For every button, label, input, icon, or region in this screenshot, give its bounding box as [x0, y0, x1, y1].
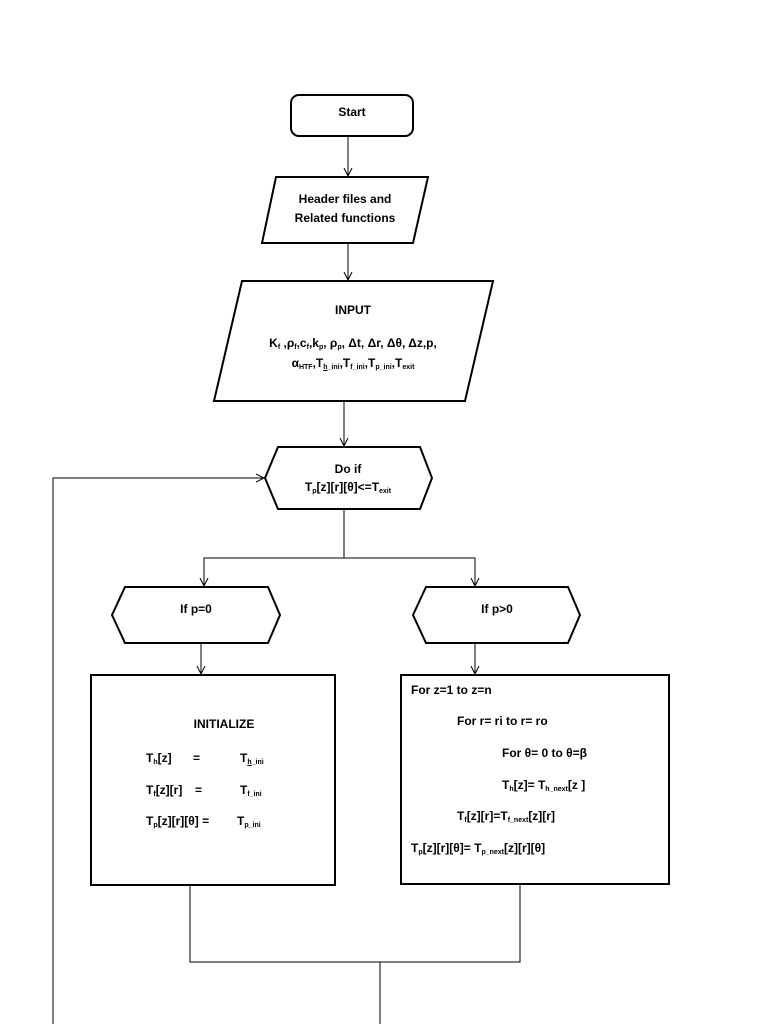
if-p0-node: [110, 586, 282, 644]
loop-line-6: Tp[z][r][θ]= Tp_next[z][r][θ]: [411, 841, 546, 856]
loop-line-5: Tf[z][r]=Tf_next[z][r]: [457, 809, 555, 824]
initialize-row-3-rhs: Tp_ini: [237, 814, 261, 829]
input-node: [212, 280, 495, 402]
initialize-row-1-lhs: Th[z]: [146, 751, 172, 766]
if-p0-label: If p=0: [180, 602, 212, 616]
loop-node: [400, 674, 670, 885]
input-params-line2: αHTF,Th_ini,Tf_ini,Tp_ini,Texit: [291, 356, 415, 371]
do-if-label-line1: Do if: [334, 462, 362, 476]
connector-split-right: [344, 557, 475, 586]
start-node: [290, 94, 414, 137]
if-pgt0-label: If p>0: [481, 602, 513, 616]
initialize-row-2-eq: =: [195, 783, 203, 797]
initialize-row-2-lhs: Tf[z][r]: [146, 783, 183, 798]
loop-line-3: For θ= 0 to θ=β: [502, 746, 587, 760]
initialize-row-2-rhs: Tf_ini: [240, 783, 262, 798]
if-pgt0-node: [411, 586, 582, 644]
initialize-row-3-lhs: Tp[z][r][θ] =: [146, 814, 210, 829]
header-label-line2: Related functions: [294, 211, 396, 225]
initialize-node: [90, 674, 336, 886]
do-if-node: [263, 446, 434, 510]
loop-line-1: For z=1 to z=n: [411, 683, 492, 697]
input-params-line1: Kf ,ρf,cf,kp, ρp, Δt, Δr, Δθ, Δz,p,: [269, 336, 437, 351]
header-node: [260, 176, 430, 244]
connector-doif-split: [204, 509, 345, 586]
initialize-row-1-eq: =: [193, 751, 201, 765]
start-label: Start: [338, 105, 366, 119]
initialize-title: INITIALIZE: [193, 717, 255, 731]
initialize-row-1-rhs: Th_ini: [240, 751, 264, 766]
loop-back-connector: [52, 478, 264, 1024]
input-title: INPUT: [335, 303, 371, 317]
loop-line-2: For r= ri to r= ro: [457, 714, 548, 728]
loop-line-4: Th[z]= Th_next[z ]: [502, 778, 586, 793]
do-if-condition: Tp[z][r][θ]<=Texit: [304, 480, 392, 495]
connector-merge: [189, 884, 521, 963]
header-label-line1: Header files and: [298, 192, 392, 206]
